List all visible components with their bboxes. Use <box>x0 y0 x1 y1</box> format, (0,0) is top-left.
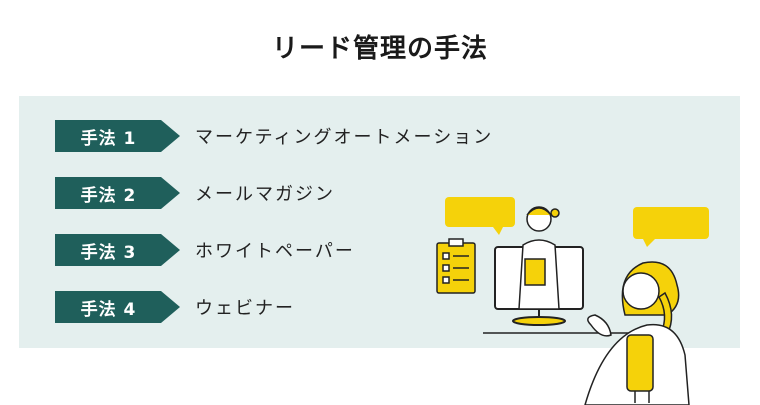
method-label-3: ホワイトペーパー <box>195 241 355 262</box>
method-row-4: 手法 4 ウェビナー <box>55 291 295 323</box>
method-label-2: メールマガジン <box>195 184 335 205</box>
webinar-illustration <box>436 197 709 405</box>
method-tag-2: 手法 2 <box>55 177 180 209</box>
method-tag-3: 手法 3 <box>55 234 180 266</box>
method-label-4: ウェビナー <box>195 298 295 319</box>
chair-icon <box>626 334 654 403</box>
checklist-icon <box>436 238 476 294</box>
method-label-1: マーケティングオートメーション <box>195 127 494 148</box>
method-tag-4: 手法 4 <box>55 291 180 323</box>
page-title: リード管理の手法 <box>271 34 488 64</box>
speech-bubble-right-icon <box>633 207 709 247</box>
method-row-2: 手法 2 メールマガジン <box>55 177 335 209</box>
method-row-3: 手法 3 ホワイトペーパー <box>55 234 355 266</box>
method-tag-1: 手法 1 <box>55 120 180 152</box>
presenter-icon <box>518 206 560 310</box>
method-row-1: 手法 1 マーケティングオートメーション <box>55 120 493 152</box>
speech-bubble-left-icon <box>445 197 515 235</box>
